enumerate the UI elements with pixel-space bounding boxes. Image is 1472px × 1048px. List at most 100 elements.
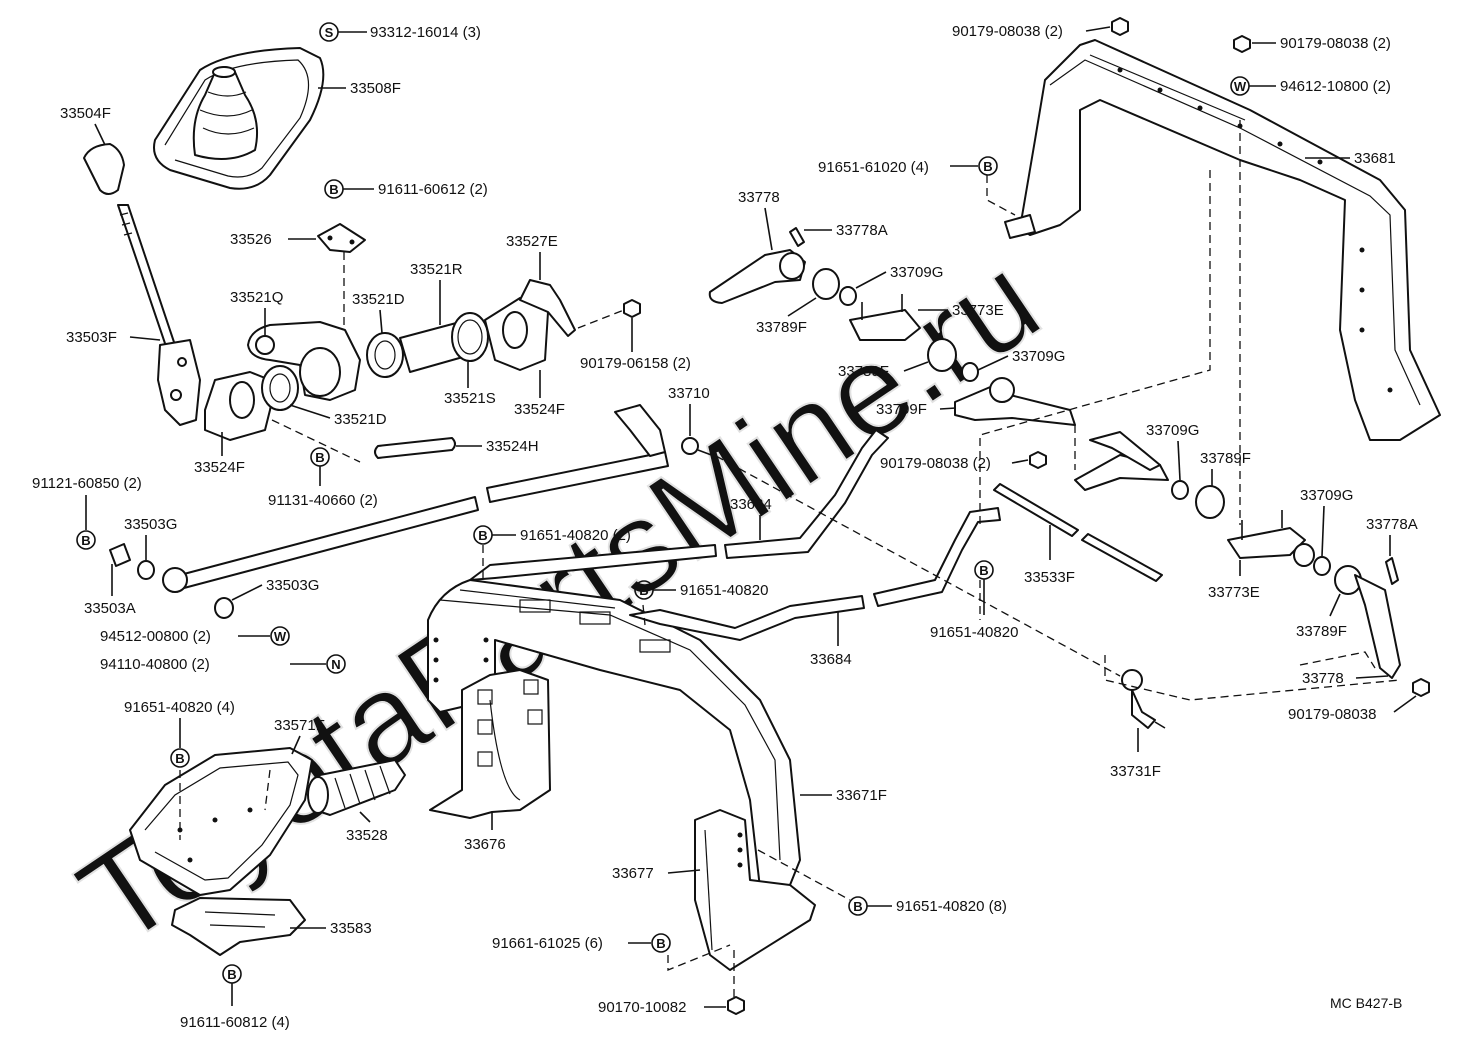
bushing-33789F-3 (1195, 485, 1225, 519)
svg-text:B: B (983, 159, 992, 174)
svg-text:33524H: 33524H (486, 438, 539, 455)
svg-text:90179-08038: 90179-08038 (1288, 706, 1376, 723)
bracket-33676 (429, 669, 551, 819)
nut-90179-08038-bottom (1412, 678, 1430, 697)
rod-33684-upper (469, 429, 889, 581)
svg-text:33778A: 33778A (836, 222, 888, 239)
svg-text:33504F: 33504F (60, 105, 111, 122)
callout-91651-40820-2: B 91651-40820 (2) (473, 525, 631, 545)
svg-text:33521Q: 33521Q (230, 289, 283, 306)
callout-33731F: 33731F (1110, 728, 1161, 780)
svg-text:90179-06158 (2): 90179-06158 (2) (580, 355, 691, 372)
callout-33524H: 33524H (456, 438, 539, 455)
svg-text:91661-61025 (6): 91661-61025 (6) (492, 935, 603, 952)
svg-text:33789F: 33789F (838, 363, 889, 380)
callout-90179-08038-mid: 90179-08038 (2) (880, 455, 1029, 472)
svg-text:33503A: 33503A (84, 600, 136, 617)
callout-33709G-3: 33709G (1146, 422, 1199, 481)
callout-33508F: 33508F (318, 80, 401, 97)
callout-91661-61025: 91661-61025 (6) B (492, 933, 671, 953)
lever-housing-33524F-left (204, 371, 276, 441)
rod-33684-lower (629, 507, 1001, 641)
arm-33709-lower (1074, 431, 1169, 491)
bushing-33521D-upper (366, 332, 404, 378)
callout-33503G-bottom: 33503G (231, 577, 319, 601)
svg-text:S: S (325, 25, 334, 40)
svg-text:91651-40820 (4): 91651-40820 (4) (124, 699, 235, 716)
svg-text:33709G: 33709G (1300, 487, 1353, 504)
callout-33528: 33528 (346, 811, 388, 844)
svg-text:33503F: 33503F (66, 329, 117, 346)
shift-boot-33528 (307, 759, 406, 816)
callout-33503F: 33503F (66, 329, 161, 346)
svg-text:91121-60850 (2): 91121-60850 (2) (32, 475, 142, 492)
callout-33504F: 33504F (60, 105, 111, 146)
callout-91651-40820-b: B 91651-40820 (930, 560, 1018, 641)
svg-text:33778: 33778 (1302, 670, 1344, 687)
svg-text:W: W (274, 629, 287, 644)
svg-text:91651-40820: 91651-40820 (680, 582, 768, 599)
svg-text:33524F: 33524F (514, 401, 565, 418)
callout-33676: 33676 (464, 812, 506, 853)
callout-33778A-right: 33778A (1366, 516, 1418, 556)
svg-text:B: B (478, 528, 487, 543)
svg-text:33789F: 33789F (1200, 450, 1251, 467)
callout-33521S: 33521S (444, 362, 496, 407)
callout-94512-00800: 94512-00800 (2) W (100, 626, 290, 646)
callout-33789F-4: 33789F (1296, 593, 1347, 640)
callout-91651-40820-4: 91651-40820 (4) B (124, 699, 235, 768)
svg-text:33508F: 33508F (350, 80, 401, 97)
callout-33521D-top: 33521D (352, 291, 405, 334)
callout-33677: 33677 (612, 865, 701, 882)
boot-retainer-33571F (129, 747, 313, 896)
crossmember-33671F (427, 579, 801, 889)
callout-33524F-right: 33524F (514, 370, 565, 418)
callout-33527E: 33527E (506, 233, 558, 280)
svg-text:33526: 33526 (230, 231, 272, 248)
arm-33778-bottom (1334, 557, 1401, 679)
callout-33709G-2: 33709G (977, 348, 1065, 371)
svg-text:33503G: 33503G (124, 516, 177, 533)
shift-boot-33508F (153, 47, 325, 190)
svg-text:33709G: 33709G (1012, 348, 1065, 365)
callout-91651-61020: 91651-61020 (4) B (818, 156, 998, 176)
drawing-code: MC B427-B (1330, 995, 1402, 1011)
svg-text:B: B (81, 533, 90, 548)
callout-90179-08038-topright: 90179-08038 (2) (1252, 35, 1391, 52)
callout-33571F: 33571F (274, 717, 325, 755)
svg-text:B: B (227, 967, 236, 982)
svg-text:33677: 33677 (612, 865, 654, 882)
callout-33521D-bottom: 33521D (289, 404, 387, 428)
crossmember-33681 (1004, 39, 1441, 441)
bushing-33521D-lower (261, 365, 299, 411)
svg-text:33773E: 33773E (952, 302, 1004, 319)
svg-text:33778A: 33778A (1366, 516, 1418, 533)
svg-text:91651-40820 (2): 91651-40820 (2) (520, 527, 631, 544)
svg-text:B: B (315, 450, 324, 465)
svg-text:33684: 33684 (810, 651, 852, 668)
callout-33684-upper: 33684 (730, 496, 772, 540)
callout-33789F-2: 33789F (838, 361, 929, 380)
callout-33778-top: 33778 (738, 189, 780, 251)
callout-90179-08038-top: 90179-08038 (2) (952, 23, 1111, 40)
nut-90179-08038-top (1111, 17, 1129, 36)
bracket-33526 (317, 223, 366, 253)
bracket-33677 (694, 809, 816, 971)
ball-joint-33731F (1121, 669, 1166, 729)
callout-94612-10800: W 94612-10800 (2) (1230, 76, 1391, 96)
svg-text:B: B (639, 583, 648, 598)
svg-text:33521S: 33521S (444, 390, 496, 407)
svg-text:94612-10800 (2): 94612-10800 (2) (1280, 78, 1391, 95)
svg-text:91611-60612 (2): 91611-60612 (2) (378, 181, 488, 198)
svg-text:B: B (853, 899, 862, 914)
callout-33684-lower: 33684 (810, 612, 852, 668)
svg-text:33583: 33583 (330, 920, 372, 937)
svg-text:33789F: 33789F (1296, 623, 1347, 640)
svg-text:33503G: 33503G (266, 577, 319, 594)
callout-33773E-top: 33773E (918, 302, 1004, 319)
collar-33709G-2 (961, 362, 979, 382)
callout-93312-16014: S 93312-16014 (3) (319, 22, 481, 42)
svg-text:91611-60812 (4): 91611-60812 (4) (180, 1014, 290, 1031)
svg-text:N: N (331, 657, 340, 672)
